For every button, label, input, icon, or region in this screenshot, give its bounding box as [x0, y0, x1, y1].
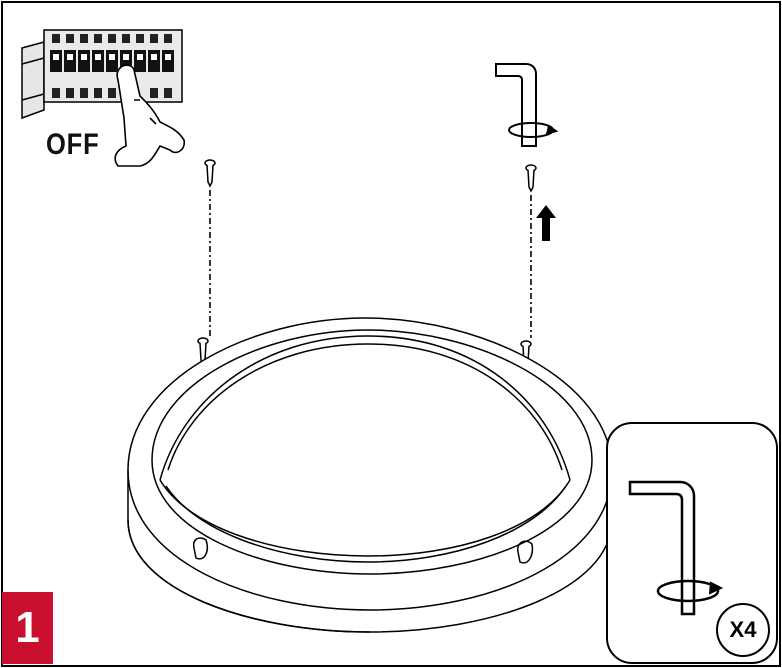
screw-right-top: [525, 164, 537, 193]
tool-callout-box: [606, 422, 778, 664]
allen-key-callout-icon: [628, 480, 724, 616]
rotate-arrow-icon: [508, 122, 559, 138]
up-arrow-icon: [536, 205, 556, 241]
allen-key-icon: [495, 63, 537, 147]
screw-left-top: [204, 159, 216, 188]
step-number-badge: 1: [2, 592, 53, 664]
power-off-label: OFF: [46, 128, 100, 161]
hand-icon: [114, 64, 186, 167]
light-fixture: [127, 317, 613, 633]
screw-left-mid: [197, 337, 209, 366]
quantity-badge: X4: [716, 603, 770, 657]
circuit-breaker-icon: [21, 29, 183, 120]
